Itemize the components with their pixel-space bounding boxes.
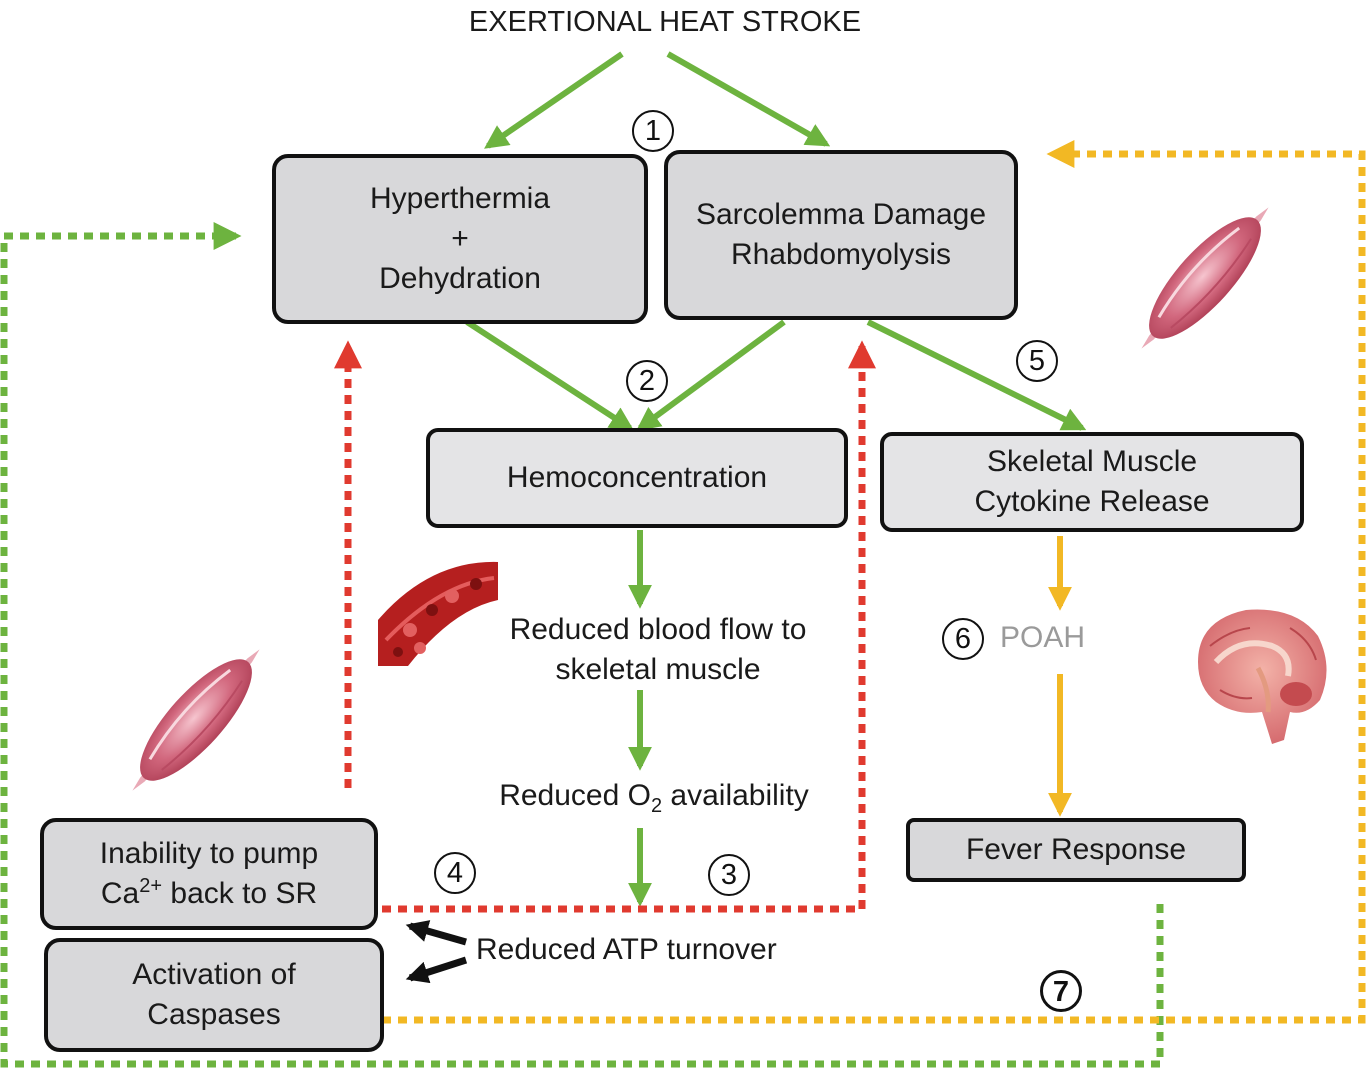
label-reduced-atp-turnover: Reduced ATP turnover [476, 933, 777, 966]
step-number-1: 1 [632, 110, 674, 152]
box-inability-pump-calcium: Inability to pump Ca2+ back to SR [40, 818, 378, 930]
black-arrows [405, 920, 468, 984]
arrow-atp-to-inability [405, 920, 467, 946]
arrow-sarcolemma-to-cytokine [866, 319, 1087, 431]
label-line: Reduced blood flow to [509, 613, 807, 646]
box-line: Cytokine Release [974, 485, 1210, 518]
box-line: Fever Response [965, 833, 1187, 866]
label-reduced-o2: Reduced O2 availability [466, 776, 842, 816]
blood-vessel-icon [378, 561, 498, 666]
label-reduced-blood-flow: Reduced blood flow to skeletal muscle [480, 610, 836, 690]
green-solid-arrows [465, 51, 1087, 907]
step-number-7: 7 [1040, 970, 1082, 1012]
box-line: Activation of [132, 958, 296, 991]
box-line: Hyperthermia [369, 182, 551, 215]
green-loop-to-hyperthermia [0, 222, 1164, 1068]
red-dotted-feedback [334, 340, 876, 913]
step-number-2: 2 [626, 360, 668, 402]
label-poah: POAH [1000, 621, 1086, 654]
diagram-title: EXERTIONAL HEAT STROKE [468, 6, 862, 38]
box-line: Sarcolemma Damage [695, 198, 987, 231]
red-arrow-atp-to-sarcolemma [382, 340, 876, 913]
box-hyperthermia-dehydration: Hyperthermia + Dehydration [272, 154, 648, 324]
step-number-5: 5 [1016, 340, 1058, 382]
box-line: Dehydration [379, 262, 541, 295]
arrow-title-to-hyperthermia [484, 51, 624, 149]
yellow-loop-to-sarcolemma [382, 140, 1366, 1024]
box-line: Hemoconcentration [506, 461, 768, 494]
box-activation-caspases: Activation of Caspases [44, 938, 384, 1052]
arrow-hyperthermia-to-hemo [465, 319, 635, 431]
o2-subscript: 2 [650, 795, 663, 817]
box-fever-response: Fever Response [906, 818, 1246, 882]
step-number-3: 3 [708, 854, 750, 896]
muscle-icon [1141, 207, 1269, 349]
box-line-rest: back to SR [162, 877, 318, 910]
arrow-title-to-sarcolemma [666, 51, 831, 147]
o2-post: availability [662, 779, 809, 812]
box-line: Caspases [147, 998, 281, 1031]
step-number-4: 4 [434, 852, 476, 894]
box-cytokine-release: Skeletal Muscle Cytokine Release [880, 432, 1304, 532]
brain-icon [1198, 609, 1327, 744]
box-line: Skeletal Muscle [986, 445, 1198, 478]
box-sarcolemma-rhabdomyolysis: Sarcolemma Damage Rhabdomyolysis [664, 150, 1018, 320]
calcium-charge: 2+ [139, 875, 163, 897]
box-line: Inability to pump [99, 837, 319, 870]
arrow-atp-to-caspases [405, 956, 468, 984]
label-line: skeletal muscle [555, 653, 761, 686]
muscle-icon [132, 649, 260, 791]
arrow-sarcolemma-to-hemo [636, 319, 786, 431]
step-number-6: 6 [942, 618, 984, 660]
box-line: + [451, 222, 469, 255]
yellow-dotted-feedback [382, 140, 1366, 1024]
box-line: Ca2+ back to SR [101, 874, 317, 914]
green-dotted-feedback [0, 222, 1164, 1068]
o2-pre: Reduced O [499, 779, 651, 812]
box-line: Rhabdomyolysis [730, 238, 952, 271]
box-hemoconcentration: Hemoconcentration [426, 428, 848, 528]
calcium-symbol: Ca [100, 877, 140, 910]
